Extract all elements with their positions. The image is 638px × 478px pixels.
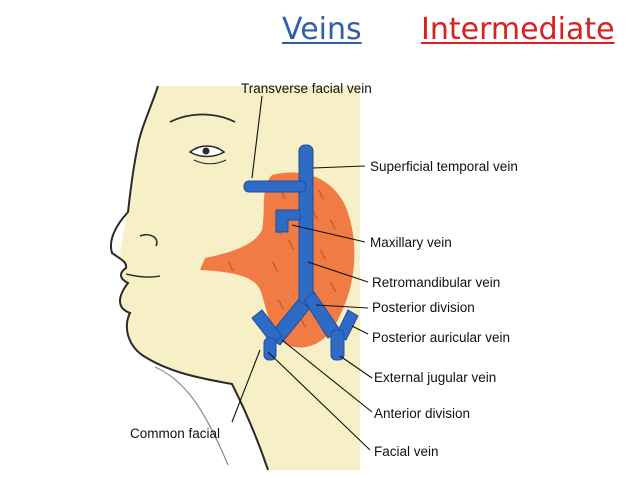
superficial-temporal-vein bbox=[298, 144, 314, 306]
label-retromandibular-vein: Retromandibular vein bbox=[372, 275, 500, 290]
lower-lid bbox=[193, 159, 227, 165]
topic-title: Veins bbox=[282, 12, 362, 47]
label-maxillary-vein: Maxillary vein bbox=[370, 235, 452, 250]
mouth-line bbox=[125, 273, 161, 278]
external-jugular-vein bbox=[330, 329, 345, 361]
neck-front bbox=[154, 366, 229, 466]
leader-lines bbox=[231, 95, 373, 451]
nostril bbox=[139, 233, 158, 247]
facial-vein-segment bbox=[263, 337, 277, 361]
maxillary-vein bbox=[275, 209, 301, 233]
common-facial-vein bbox=[251, 309, 283, 345]
transverse-facial-vein bbox=[243, 180, 307, 193]
label-transverse-facial-vein: Transverse facial vein bbox=[241, 81, 372, 96]
face-profile-outline bbox=[110, 85, 269, 471]
veins bbox=[243, 144, 359, 361]
level-title: Intermediate bbox=[421, 12, 615, 47]
face-front-mask bbox=[90, 86, 268, 470]
label-posterior-auricular-vein: Posterior auricular vein bbox=[372, 330, 510, 345]
label-superficial-temporal-vein: Superficial temporal vein bbox=[370, 159, 518, 174]
label-posterior-division: Posterior division bbox=[372, 300, 475, 315]
label-facial-vein: Facial vein bbox=[374, 444, 439, 459]
pupil bbox=[202, 147, 210, 155]
label-external-jugular-vein: External jugular vein bbox=[374, 370, 496, 385]
label-common-facial: Common facial bbox=[130, 426, 220, 441]
label-anterior-division: Anterior division bbox=[374, 406, 470, 421]
eyebrow bbox=[169, 113, 236, 123]
